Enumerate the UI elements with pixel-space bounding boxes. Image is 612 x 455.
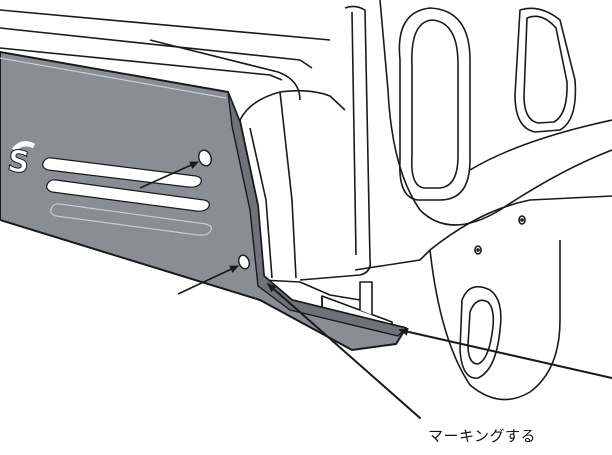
- panel-logo-fragment: S: [5, 141, 36, 182]
- panel-hole-upper: [198, 149, 212, 167]
- hole-arrows: [139, 161, 239, 295]
- callout-label: マーキングする: [428, 427, 537, 445]
- panel-hole-lower: [238, 254, 250, 270]
- panel-slot-upper: [42, 157, 202, 188]
- callout-leaders: [267, 283, 612, 419]
- arrow-to-lower-hole: [177, 265, 239, 295]
- vehicle-frame-lineart: [0, 0, 612, 401]
- panel-badge-text: S: [5, 143, 31, 181]
- panel-slot-middle: [46, 179, 210, 212]
- panel-slot-lower: [50, 203, 212, 236]
- side-panel: S: [0, 51, 407, 351]
- leader-line-bracket: [399, 327, 612, 379]
- leader-line-panel-corner: [267, 283, 421, 419]
- arrow-to-upper-hole: [139, 161, 199, 189]
